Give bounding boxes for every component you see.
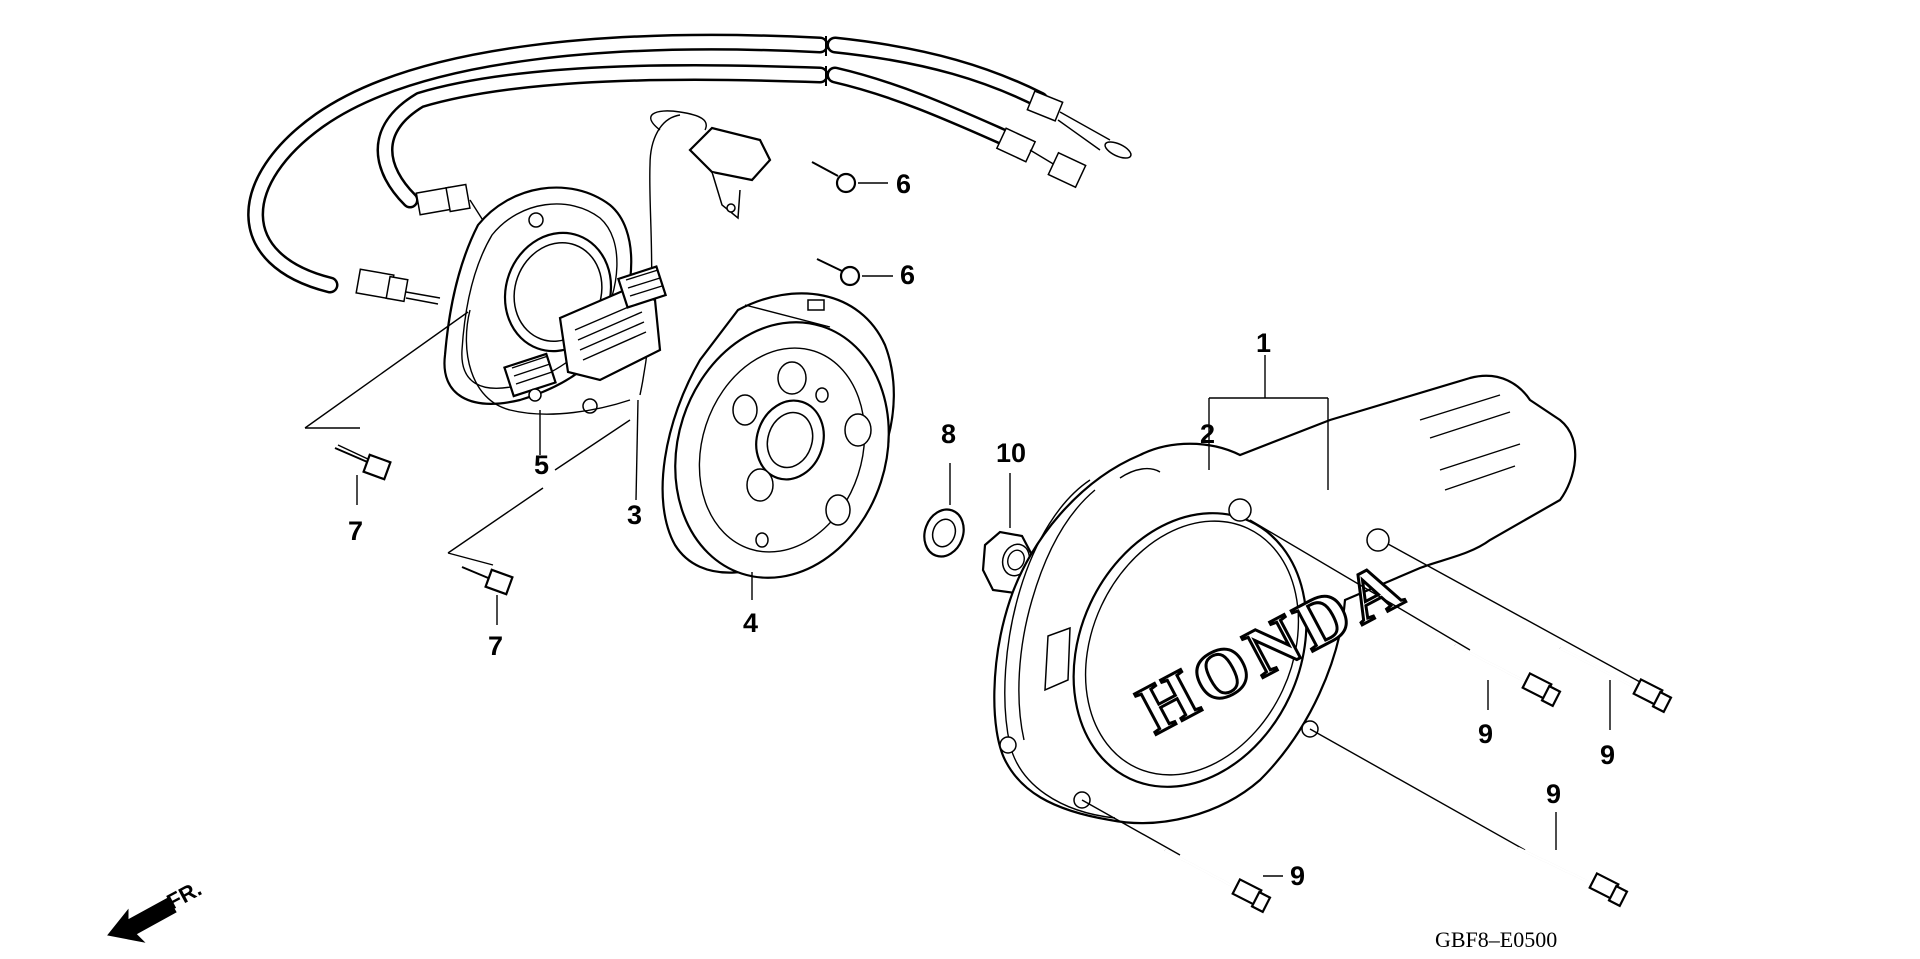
wire-harness — [247, 33, 1132, 305]
stator-bolt-lower — [461, 566, 514, 596]
crankcase-cover: HONDA — [993, 355, 1577, 825]
flywheel-rotor — [661, 292, 895, 600]
washer — [923, 463, 965, 558]
pulse-generator-bolt-lower — [816, 258, 893, 287]
callout-7-lower: 7 — [488, 631, 503, 661]
callout-9-b: 9 — [1600, 740, 1615, 770]
callout-6-upper: 6 — [896, 169, 911, 199]
cover-bolt-1 — [1454, 643, 1562, 708]
cover-bolt-2 — [1559, 646, 1673, 714]
callout-1: 1 — [1256, 328, 1271, 358]
callout-2: 2 — [1200, 419, 1215, 449]
callout-4: 4 — [743, 608, 758, 638]
cover-bolt-4 — [1164, 848, 1272, 914]
stator-bolt-upper — [334, 444, 392, 481]
callout-5: 5 — [534, 450, 549, 480]
stator-assembly — [443, 186, 668, 415]
front-direction-arrow-icon — [107, 897, 177, 943]
callout-8: 8 — [941, 419, 956, 449]
callout-10: 10 — [996, 438, 1026, 468]
pulse-generator — [639, 110, 772, 396]
cover-bolt-leaders — [1081, 519, 1641, 877]
callout-9-c: 9 — [1546, 779, 1561, 809]
diagram-code: GBF8–E0500 — [1435, 927, 1557, 952]
pulse-generator-bolt-upper — [811, 161, 888, 194]
stator-leaders — [304, 311, 639, 625]
callout-6-lower: 6 — [900, 260, 915, 290]
callout-9-d: 9 — [1290, 861, 1305, 891]
callout-9-a: 9 — [1478, 719, 1493, 749]
cover-bolt-3 — [1517, 846, 1629, 908]
callout-7-upper: 7 — [348, 516, 363, 546]
callout-3: 3 — [627, 500, 642, 530]
